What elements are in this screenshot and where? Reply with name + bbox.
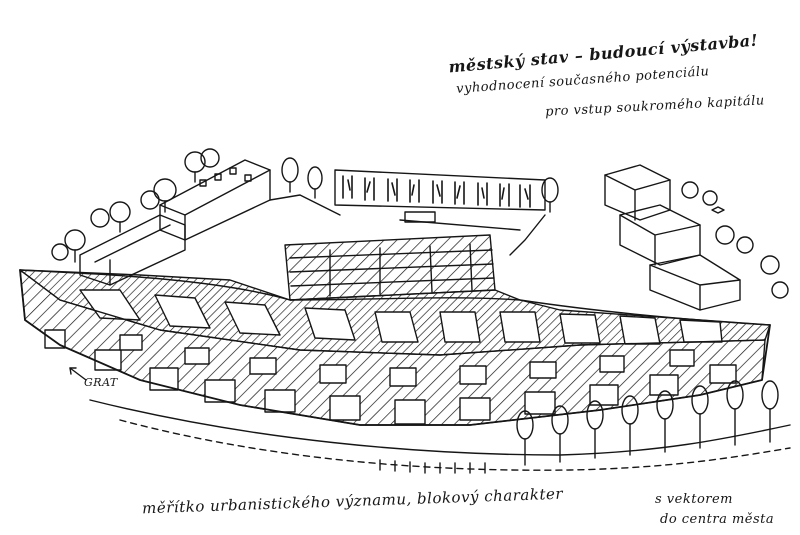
street xyxy=(89,399,791,474)
background-building-center xyxy=(334,169,546,223)
note-bottom-right-1: s vektorem xyxy=(655,492,734,507)
street-trees xyxy=(516,380,779,466)
background-trees-left xyxy=(51,148,220,263)
background-trees-center xyxy=(269,157,559,256)
entrance-label: GRAT xyxy=(84,376,118,389)
note-bottom-right-2: do centra města xyxy=(660,512,775,527)
main-perimeter-block xyxy=(19,269,771,426)
existing-block-right xyxy=(604,164,789,311)
entrance-arrow xyxy=(69,367,87,381)
existing-block-left xyxy=(79,159,271,286)
central-courtyard-building xyxy=(284,234,496,301)
